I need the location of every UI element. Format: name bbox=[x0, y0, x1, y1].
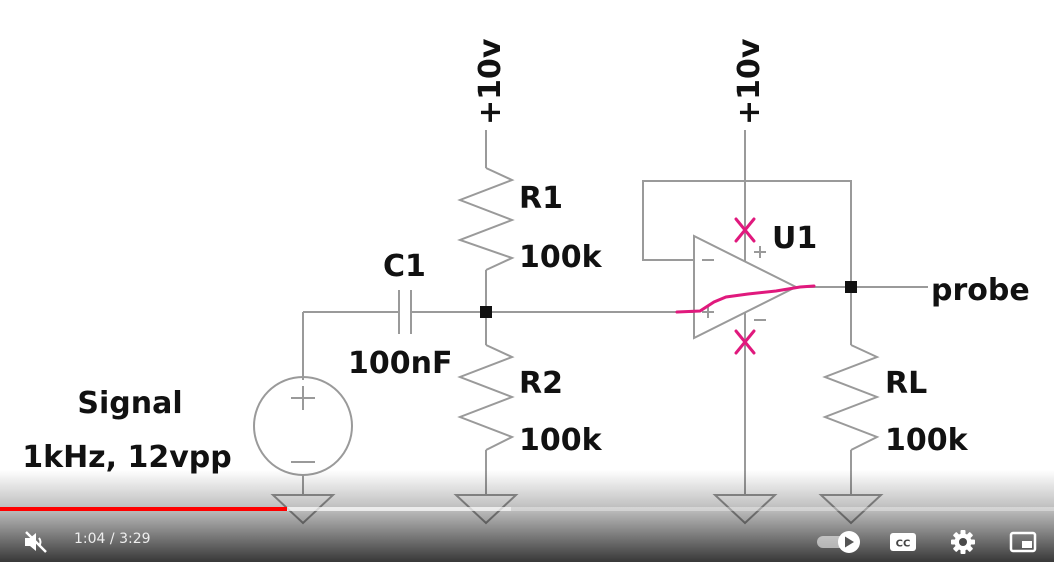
c1-name-label: C1 bbox=[383, 249, 426, 284]
time-separator: / bbox=[105, 531, 120, 547]
muted-volume-icon bbox=[25, 531, 47, 553]
r2-value-label: 100k bbox=[519, 423, 603, 458]
time-display: 1:04 / 3:29 bbox=[74, 531, 151, 547]
progress-bar[interactable] bbox=[0, 507, 1054, 511]
r2-name-label: R2 bbox=[519, 366, 563, 401]
c1-value-label: 100nF bbox=[348, 346, 452, 381]
source-value-label: 1kHz, 12vpp bbox=[22, 440, 232, 475]
r1-resistor bbox=[457, 167, 515, 271]
current-time: 1:04 bbox=[74, 531, 106, 547]
u1-supply-label: +10v bbox=[732, 38, 767, 125]
u1-name-label: U1 bbox=[772, 221, 817, 256]
captions-button[interactable]: CC bbox=[886, 527, 920, 557]
autoplay-toggle[interactable] bbox=[814, 527, 862, 557]
settings-button[interactable] bbox=[946, 527, 980, 557]
mute-button[interactable] bbox=[20, 527, 52, 557]
r1-supply-label: +10v bbox=[473, 38, 508, 125]
captions-icon: CC bbox=[890, 533, 916, 551]
source-name-label: Signal bbox=[77, 386, 182, 421]
bias-junction-dot bbox=[480, 306, 492, 318]
svg-text:CC: CC bbox=[896, 539, 911, 550]
player-controls-gradient bbox=[0, 470, 1054, 562]
r1-name-label: R1 bbox=[519, 181, 563, 216]
feedback-wire bbox=[642, 180, 852, 287]
annotation-signal-path bbox=[675, 284, 816, 314]
probe-label: probe bbox=[931, 273, 1030, 308]
settings-gear-icon bbox=[951, 530, 975, 554]
annotation-cross-bottom-b bbox=[734, 329, 756, 355]
r1-value-label: 100k bbox=[519, 240, 603, 275]
rl-name-label: RL bbox=[885, 366, 927, 401]
duration: 3:29 bbox=[119, 531, 151, 547]
r2-resistor bbox=[457, 344, 515, 451]
output-junction-dot bbox=[845, 281, 857, 293]
progress-played bbox=[0, 507, 288, 511]
rl-value-label: 100k bbox=[885, 423, 969, 458]
miniplayer-button[interactable] bbox=[1005, 527, 1041, 557]
autoplay-toggle-icon bbox=[817, 531, 860, 553]
miniplayer-icon bbox=[1009, 531, 1037, 553]
rl-resistor bbox=[822, 344, 880, 451]
annotation-cross-top-b bbox=[734, 217, 756, 243]
